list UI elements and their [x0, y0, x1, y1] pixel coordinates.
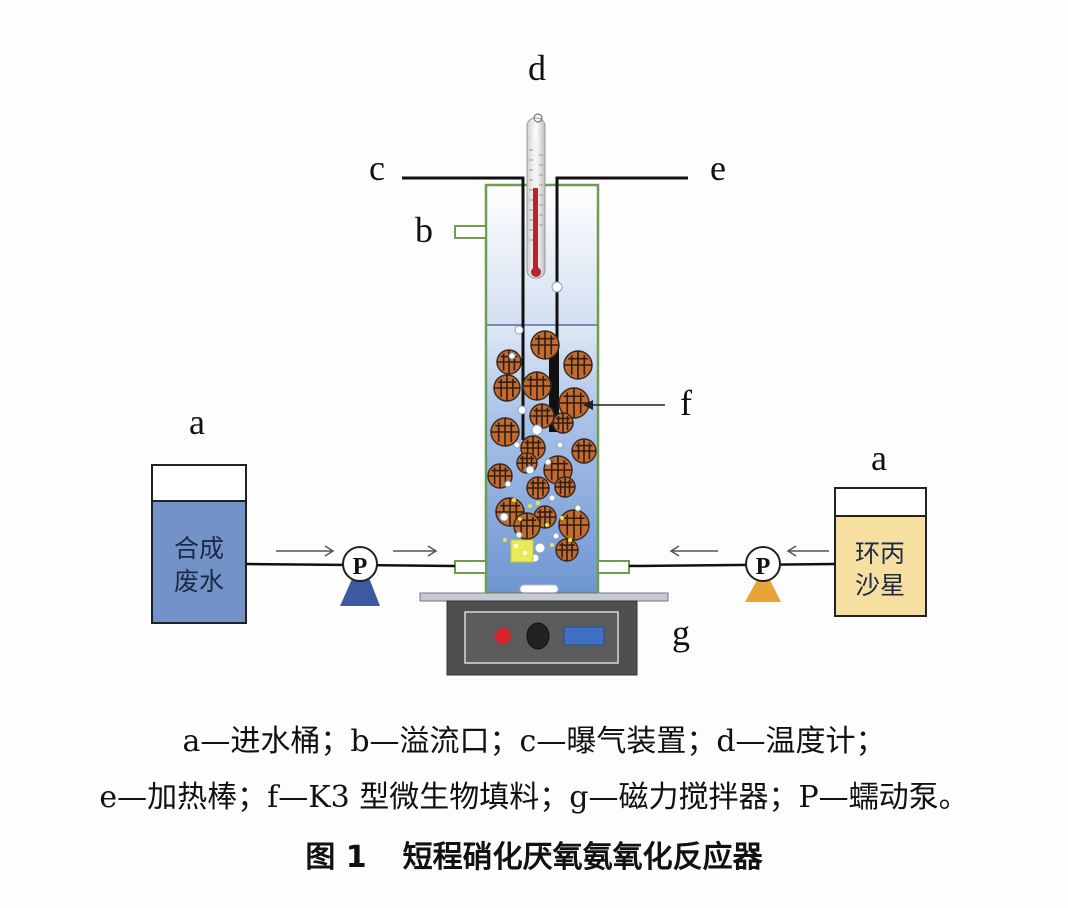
k3-filler-ball: [563, 350, 593, 380]
magnetic-stirrer: [419, 592, 669, 676]
k3-filler-ball: [555, 538, 579, 562]
figure-number: 图 1: [305, 840, 367, 875]
reactor-diagram: 合成 废水 环丙 沙星 P P d c e b f a a g: [151, 48, 927, 676]
air-bubble: [548, 494, 556, 502]
air-bubble: [531, 424, 543, 436]
peristaltic-pump-left: P: [340, 546, 380, 606]
sludge-dot: [568, 538, 572, 542]
label-b: b: [415, 210, 433, 250]
aeration-bubbles: [499, 281, 582, 563]
label-e: e: [710, 148, 726, 188]
figure-title: 短程硝化厌氧氨氧化反应器: [402, 840, 763, 875]
air-bubble: [513, 441, 521, 449]
k3-filler-ball: [496, 349, 522, 375]
sludge-dot: [528, 504, 532, 508]
heating-rod: [549, 350, 559, 432]
air-bubble: [525, 465, 535, 475]
inlet-port-right: [597, 560, 630, 574]
sludge-dot: [503, 538, 507, 542]
overflow-port: [454, 225, 487, 239]
right-tank-label-2: 沙星: [855, 571, 905, 600]
sludge-dot: [512, 498, 516, 502]
air-bubble: [574, 504, 582, 512]
k3-filler-ball: [571, 438, 597, 464]
label-a-right: a: [871, 438, 887, 478]
label-d: d: [528, 48, 546, 88]
k3-filler-ball: [558, 509, 590, 541]
air-bubble: [544, 458, 552, 466]
tubing-right: [628, 562, 836, 568]
pump-left-label: P: [353, 554, 368, 580]
air-bubble: [514, 325, 524, 335]
heating-rod-wire: [555, 176, 688, 350]
label-c: c: [369, 148, 385, 188]
peristaltic-pump-right: P: [745, 546, 781, 602]
filler-leader: [583, 400, 665, 410]
legend-line-2: e—加热棒；f—K3 型微生物填料；g—磁力搅拌器；P—蠕动泵。: [99, 780, 969, 815]
right-tank-label-1: 环丙: [855, 539, 905, 568]
k3-filler-ball: [529, 403, 555, 429]
inlet-port-left: [454, 560, 487, 574]
k3-filler-ball: [522, 371, 552, 401]
stir-bar: [519, 584, 559, 594]
flow-arrows: [276, 545, 829, 557]
k3-filler-ball: [490, 417, 520, 447]
aeration-pipe: [402, 176, 525, 440]
k3-filler-ball: [558, 387, 590, 419]
sludge-dot: [545, 523, 549, 527]
pump-right-label: P: [756, 554, 771, 580]
air-bubble: [534, 542, 546, 554]
thermometer: [526, 113, 546, 279]
sludge-particles: [510, 539, 534, 563]
air-bubble: [556, 441, 564, 449]
air-bubble: [508, 352, 516, 360]
speed-knob-icon: [526, 622, 550, 650]
air-bubble: [515, 531, 523, 539]
air-bubble: [499, 512, 509, 522]
k3-filler-ball: [554, 476, 576, 498]
legend-line-1: a—进水桶；b—溢流口；c—曝气装置；d—温度计；: [182, 724, 886, 759]
air-bubble: [517, 405, 527, 415]
sludge-dot: [518, 517, 522, 521]
display-panel: [563, 626, 605, 646]
pump-right-base-icon: [745, 580, 781, 602]
air-bubble: [504, 480, 512, 488]
k3-filler-ball: [493, 374, 521, 402]
left-tank-label-1: 合成: [174, 534, 224, 563]
sludge-dot: [550, 543, 554, 547]
figure-caption: 图 1 短程硝化厌氧氨氧化反应器: [0, 832, 1068, 876]
power-indicator-icon: [495, 628, 511, 644]
right-feed-tank: 环丙 沙星: [834, 487, 927, 617]
air-bubble: [551, 281, 563, 293]
left-tank-label-2: 废水: [174, 567, 224, 596]
label-a-left: a: [189, 402, 205, 442]
air-bubble: [552, 532, 560, 540]
k3-filler-ball: [526, 476, 550, 500]
k3-filler-ball: [530, 330, 560, 360]
k3-filler-ball: [552, 412, 574, 434]
label-g: g: [672, 613, 690, 653]
pump-left-base-icon: [340, 570, 380, 606]
sludge-dot: [560, 516, 564, 520]
left-feed-tank: 合成 废水: [151, 464, 247, 624]
label-f: f: [680, 383, 692, 423]
sludge-dot: [536, 501, 540, 505]
